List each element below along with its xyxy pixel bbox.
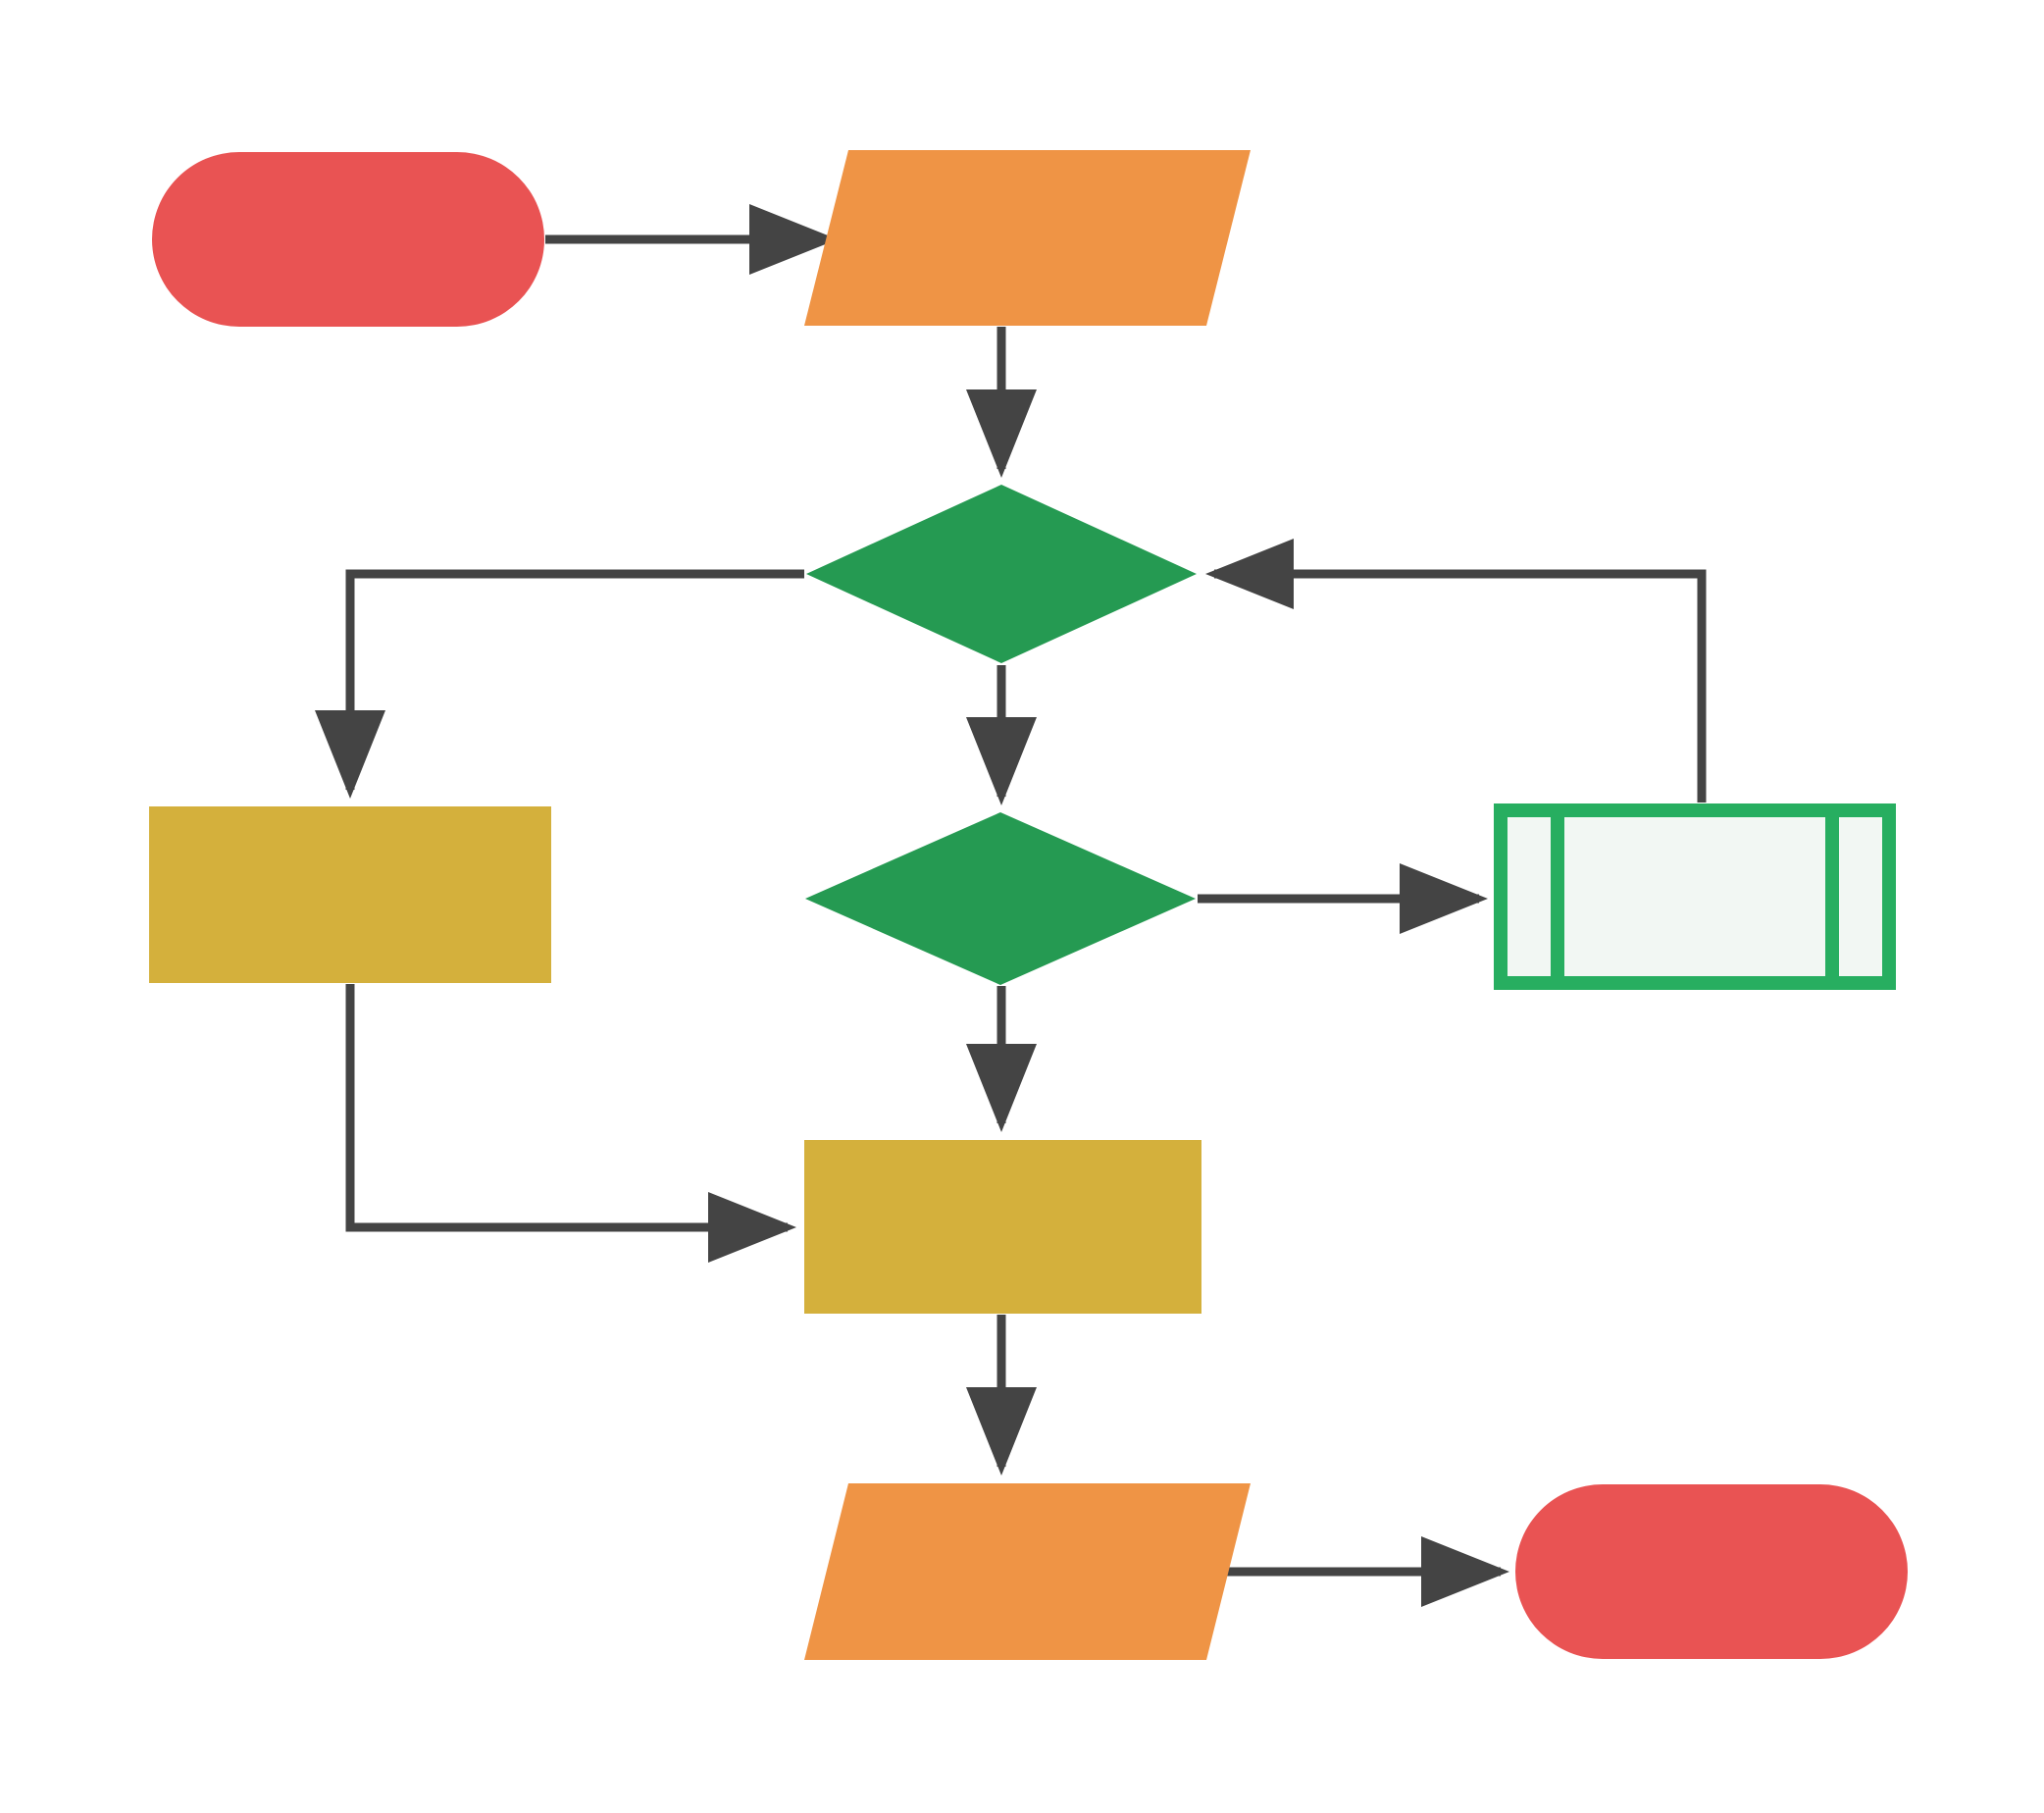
process-left-rect-shape[interactable] (149, 806, 551, 983)
node-decision-2-diamond[interactable] (805, 812, 1196, 985)
subroutine-outer-shape[interactable] (1494, 803, 1896, 990)
start-terminator-shape[interactable] (152, 152, 544, 327)
output-parallelogram-shape[interactable] (804, 1483, 1251, 1660)
node-output-parallelogram[interactable] (804, 1483, 1251, 1660)
node-process-main-rect[interactable] (804, 1140, 1201, 1314)
input-parallelogram-shape[interactable] (804, 150, 1251, 326)
node-end-terminator[interactable] (1515, 1484, 1908, 1659)
decision-1-diamond-shape[interactable] (806, 485, 1197, 663)
node-decision-1-diamond[interactable] (806, 485, 1197, 663)
edge-decision1-to-process-left (315, 569, 804, 799)
process-main-rect-shape[interactable] (804, 1140, 1201, 1314)
node-start-terminator[interactable] (152, 152, 544, 327)
node-subroutine-predefined-process[interactable] (1494, 803, 1896, 990)
node-process-left-rect[interactable] (149, 806, 551, 983)
edge-process-left-to-process-main (345, 984, 796, 1263)
node-input-parallelogram[interactable] (804, 150, 1251, 326)
edge-layer (315, 204, 1707, 1607)
decision-2-diamond-shape[interactable] (805, 812, 1196, 985)
edge-subroutine-loopback-to-decision1 (1205, 539, 1707, 803)
end-terminator-shape[interactable] (1515, 1484, 1908, 1659)
